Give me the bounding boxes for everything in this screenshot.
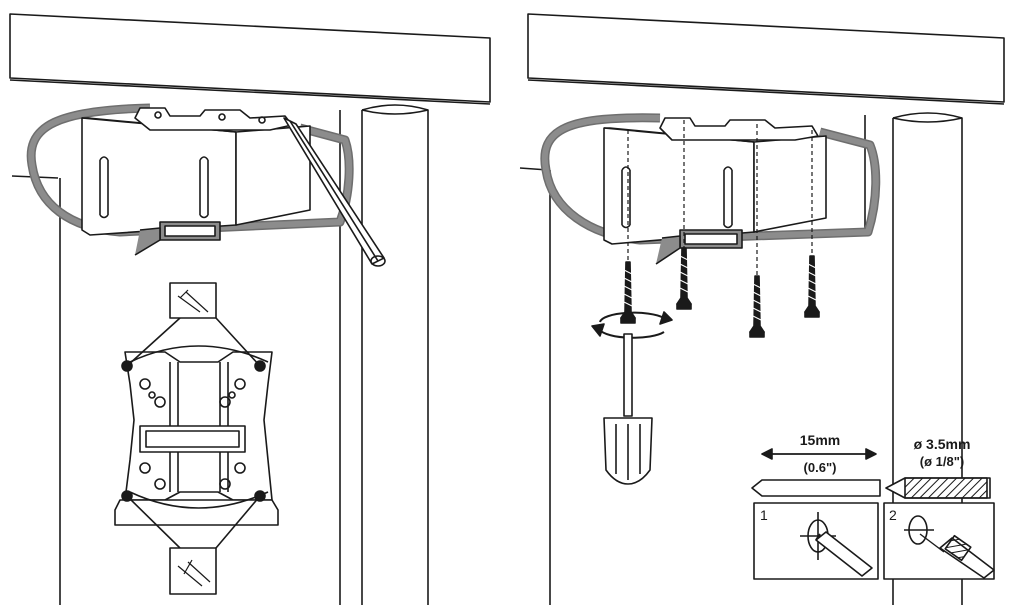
- right-panel: [519, 13, 1005, 605]
- pencil-icon: [283, 117, 386, 267]
- step-box-1: [753, 502, 879, 580]
- step-box-2: [883, 502, 995, 580]
- depth-value-label: 15mm: [799, 432, 841, 448]
- drill-bit-icon: [885, 477, 991, 499]
- desk-top-right: [519, 13, 1005, 171]
- mounting-plate-top-left: [134, 107, 293, 131]
- plate-detail: [114, 282, 279, 595]
- step-number-1: 1: [760, 507, 768, 523]
- desk-leg-left: [361, 104, 429, 605]
- mounting-plate-top-right: [659, 117, 819, 141]
- screw-guide-lines: [627, 120, 813, 276]
- desk-top-left: [9, 13, 491, 179]
- cpu-box-left: [81, 117, 311, 236]
- screw-icon: [620, 247, 820, 338]
- drill-imperial-label: (ø 1/8"): [919, 454, 965, 469]
- strap-buckle-left: [134, 221, 221, 256]
- depth-spec: [751, 448, 881, 497]
- left-panel: [9, 13, 491, 605]
- drill-size-label: ø 3.5mm: [913, 436, 971, 452]
- cpu-box-right: [603, 127, 827, 245]
- step-number-2: 2: [889, 507, 897, 523]
- depth-imperial-label: (0.6"): [803, 460, 837, 475]
- screwdriver-icon: [603, 333, 653, 485]
- strap-buckle-right: [655, 229, 743, 265]
